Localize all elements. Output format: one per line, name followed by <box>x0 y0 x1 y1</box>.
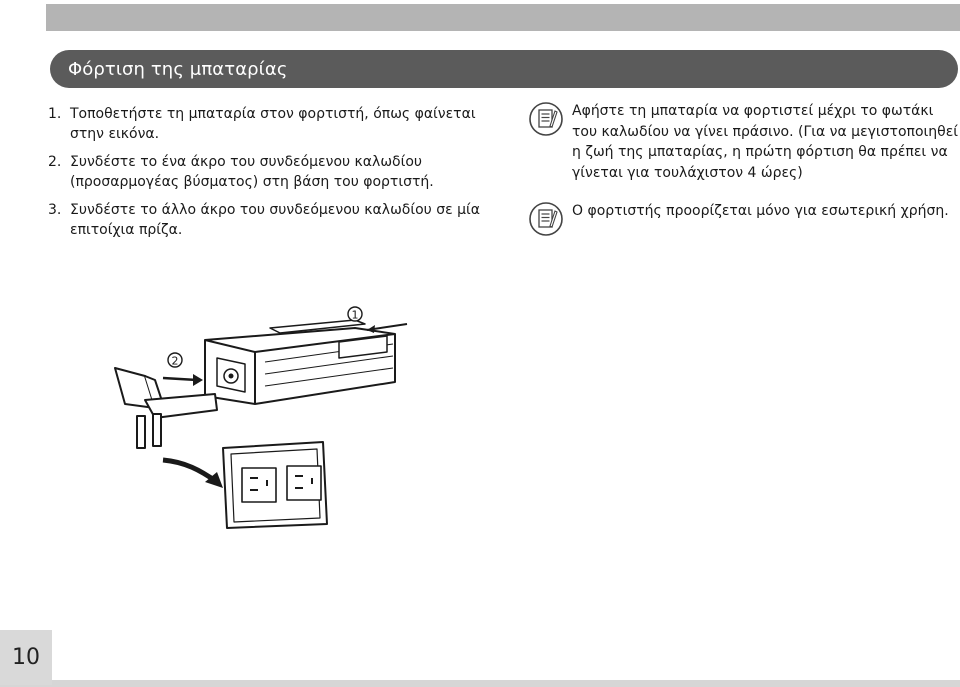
step-item: 3. Συνδέστε το άλλο άκρο του συνδεόμενου… <box>48 200 488 240</box>
callout-2-circle <box>167 352 183 368</box>
section-title-bar: Φόρτιση της μπαταρίας <box>50 50 958 88</box>
note-item: Αφήστε τη μπαταρία να φορτιστεί μέχρι το… <box>528 101 958 183</box>
step-text: Συνδέστε το ένα άκρο του συνδεόμενου καλ… <box>70 154 434 190</box>
section-title: Φόρτιση της μπαταρίας <box>68 58 288 80</box>
note-icon <box>529 202 563 236</box>
connect-arrow <box>162 376 198 382</box>
wall-outlet <box>222 441 328 529</box>
note-icon <box>529 102 563 136</box>
step-number: 2. <box>48 154 62 170</box>
charger-illustration: 1 2 <box>114 306 408 529</box>
step-item: 1. Τοποθετήστε τη μπαταρία στον φορτιστή… <box>48 104 488 144</box>
note-item: Ο φορτιστής προορίζεται μόνο για εσωτερι… <box>528 201 958 237</box>
notes-panel: Αφήστε τη μπαταρία να φορτιστεί μέχρι το… <box>528 101 958 255</box>
callout-1-circle <box>347 306 363 322</box>
step-text: Τοποθετήστε τη μπαταρία στον φορτιστή, ό… <box>70 106 476 142</box>
note-text: Αφήστε τη μπαταρία να φορτιστεί μέχρι το… <box>572 103 959 181</box>
plug-arrow <box>162 457 219 485</box>
instruction-steps: 1. Τοποθετήστε τη μπαταρία στον φορτιστή… <box>48 104 488 248</box>
footer-band <box>0 680 960 687</box>
plug-adapter <box>114 367 218 449</box>
charger-body <box>204 319 396 405</box>
callout-2-label: 2 <box>172 355 179 368</box>
step-number: 1. <box>48 106 62 122</box>
step-text: Συνδέστε το άλλο άκρο του συνδεόμενου κα… <box>70 202 480 238</box>
note-text: Ο φορτιστής προορίζεται μόνο για εσωτερι… <box>572 203 949 219</box>
page-number: 10 <box>12 645 40 670</box>
callout-1-label: 1 <box>352 309 359 322</box>
step-number: 3. <box>48 202 62 218</box>
step-item: 2. Συνδέστε το ένα άκρο του συνδεόμενου … <box>48 152 488 192</box>
header-band <box>46 4 960 31</box>
page-number-box: 10 <box>0 630 52 685</box>
